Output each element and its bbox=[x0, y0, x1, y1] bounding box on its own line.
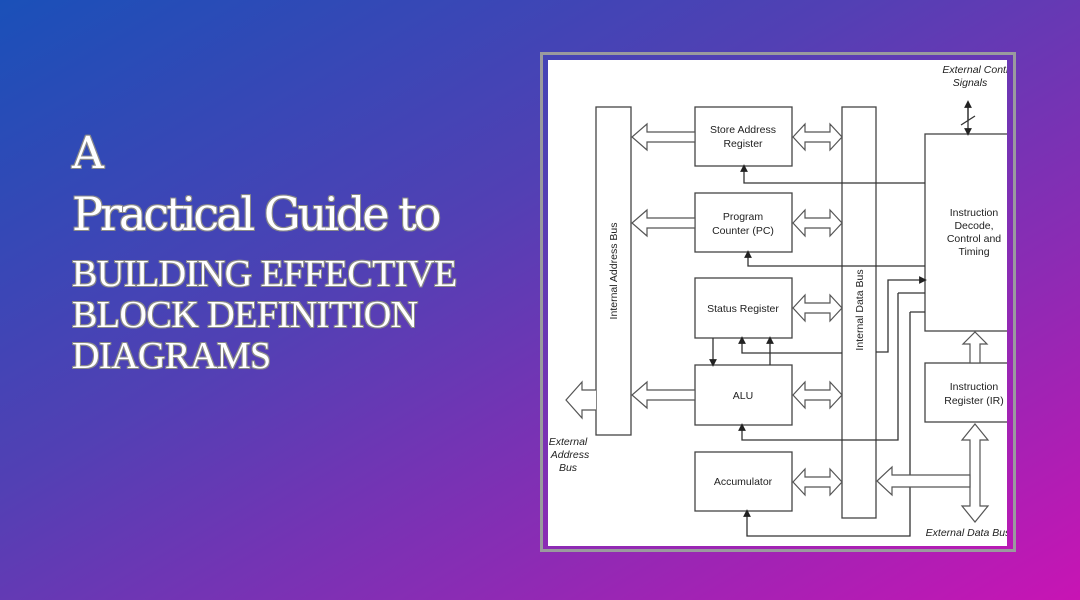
decode-label-4: Timing bbox=[958, 246, 989, 258]
title-main: Practical Guide to bbox=[72, 187, 441, 241]
external-address-label-1: External bbox=[549, 436, 588, 448]
block-program-counter: Program Counter (PC) bbox=[694, 192, 793, 253]
diagram-canvas: Internal Address Bus Internal Data Bus S… bbox=[548, 60, 1007, 546]
cpu-block-diagram: Internal Address Bus Internal Data Bus S… bbox=[549, 64, 1007, 539]
control-lines bbox=[709, 164, 927, 537]
sar-label-2: Register bbox=[723, 138, 763, 150]
external-control-signals-arrow bbox=[960, 100, 976, 136]
block-instruction-decode: Instruction Decode, Control and Timing bbox=[924, 133, 1007, 332]
title-line-a: A bbox=[72, 128, 104, 179]
title-block: A Practical Guide to BUILDING EFFECTIVE … bbox=[72, 128, 457, 377]
decode-label-3: Control and bbox=[947, 233, 1001, 245]
subtitle-line-3: DIAGRAMS bbox=[72, 335, 271, 377]
external-address-label-2: Address bbox=[550, 449, 590, 461]
external-data-bus-label: External Data Bus bbox=[926, 527, 1007, 539]
alu-label: ALU bbox=[733, 390, 753, 402]
address-bus-arrows bbox=[631, 122, 696, 410]
address-bus-label: Internal Address Bus bbox=[608, 223, 620, 320]
external-data-bus-arrow bbox=[876, 423, 990, 523]
subtitle-line-1: BUILDING EFFECTIVE bbox=[72, 253, 457, 295]
subtitle-line-2: BLOCK DEFINITION bbox=[72, 294, 418, 336]
block-status-register: Status Register bbox=[694, 277, 793, 339]
internal-address-bus: Internal Address Bus bbox=[595, 106, 632, 436]
ir-label-2: Register (IR) bbox=[944, 395, 1004, 407]
block-store-address-register: Store Address Register bbox=[694, 106, 793, 167]
ir-to-decode-arrow bbox=[961, 331, 989, 364]
block-instruction-register: Instruction Register (IR) bbox=[924, 362, 1007, 423]
accumulator-label: Accumulator bbox=[714, 476, 773, 488]
decode-label-1: Instruction bbox=[950, 207, 999, 219]
pc-label-1: Program bbox=[723, 211, 764, 223]
external-address-bus-arrow bbox=[565, 380, 596, 420]
internal-data-bus: Internal Data Bus bbox=[841, 106, 877, 519]
pc-label-2: Counter (PC) bbox=[712, 225, 774, 237]
external-control-label-1: External Control bbox=[942, 64, 1007, 76]
external-address-label-3: Bus bbox=[559, 462, 578, 474]
sar-label-1: Store Address bbox=[710, 124, 776, 136]
data-bus-arrows bbox=[792, 122, 843, 497]
ir-label-1: Instruction bbox=[950, 381, 999, 393]
diagram-frame: Internal Address Bus Internal Data Bus S… bbox=[540, 52, 1016, 552]
external-control-label-2: Signals bbox=[953, 77, 988, 89]
decode-label-2: Decode, bbox=[954, 220, 993, 232]
block-accumulator: Accumulator bbox=[694, 451, 793, 512]
status-label: Status Register bbox=[707, 303, 779, 315]
block-alu: ALU bbox=[694, 364, 793, 426]
data-bus-label: Internal Data Bus bbox=[854, 269, 866, 350]
